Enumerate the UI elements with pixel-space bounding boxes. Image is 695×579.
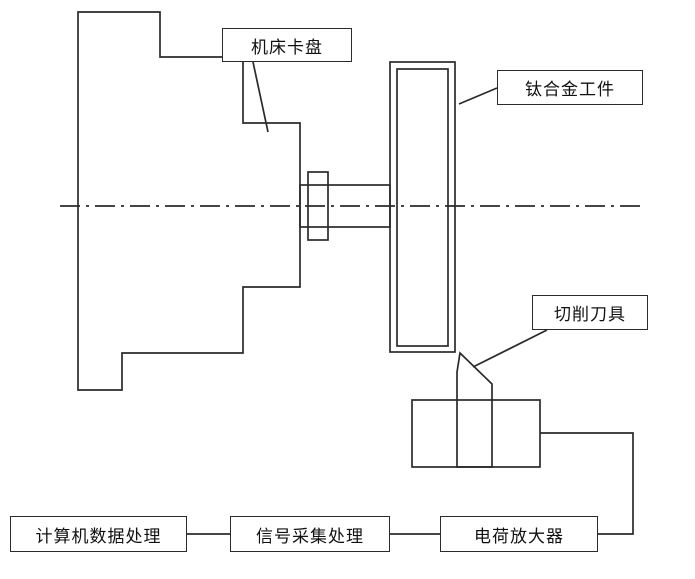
leader-line-tool [472,329,548,368]
connector-tool-amplifier [540,432,634,535]
workpiece-outer [389,61,456,353]
box-computer-data-processing: 计算机数据处理 [10,516,187,552]
tool-shank [456,351,493,468]
label-cutting-tool-text: 切削刀具 [554,305,626,324]
lineart-group [60,11,642,535]
box-computer-text: 计算机数据处理 [35,526,162,546]
label-titanium-workpiece: 钛合金工件 [497,70,643,105]
label-titanium-workpiece-text: 钛合金工件 [525,80,615,99]
box-signal-text: 信号采集处理 [256,526,364,546]
leader-line-workpiece [458,87,498,105]
label-machine-chuck: 机床卡盘 [222,28,352,62]
shaft-collar [307,171,329,241]
box-amplifier-text: 电荷放大器 [474,526,564,546]
leader-line-chuck [252,61,269,133]
label-cutting-tool: 切削刀具 [532,295,648,330]
box-charge-amplifier: 电荷放大器 [440,516,598,552]
workpiece-inner [396,68,449,347]
box-signal-acquisition: 信号采集处理 [230,516,390,552]
tool-holder [411,399,541,468]
chuck-outline [77,11,301,391]
label-machine-chuck-text: 机床卡盘 [251,37,323,57]
